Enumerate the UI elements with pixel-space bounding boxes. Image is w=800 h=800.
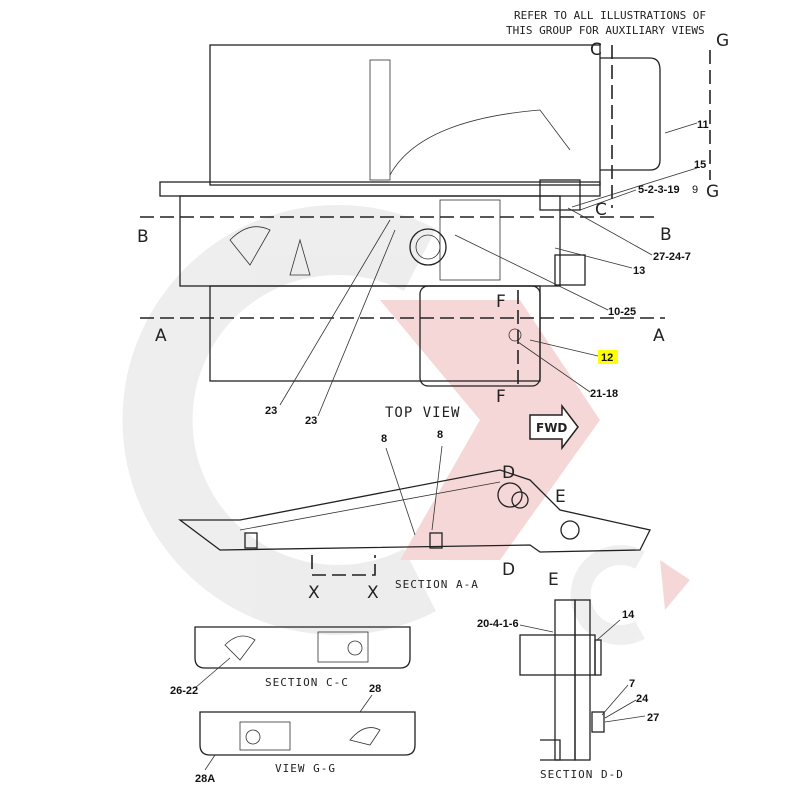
callout-12[interactable]: 12	[601, 352, 613, 364]
callout-23-a[interactable]: 23	[265, 405, 277, 417]
section-line-x	[311, 555, 376, 576]
label-f-top: F	[496, 292, 506, 312]
fwd-label: FWD	[536, 421, 567, 435]
label-g-top: G	[716, 31, 729, 51]
callout-8-a[interactable]: 8	[381, 433, 387, 445]
watermark-logo	[122, 205, 690, 645]
callout-27-24-7[interactable]: 27-24-7	[653, 251, 691, 263]
label-c-bottom: C	[595, 200, 607, 220]
callout-26-22[interactable]: 26-22	[170, 685, 198, 697]
label-b-right: B	[660, 225, 672, 245]
label-d-bottom: D	[502, 560, 515, 580]
view-gg-drawing	[199, 711, 416, 756]
label-a-right: A	[653, 326, 665, 346]
label-e-bottom: E	[548, 570, 559, 590]
label-a-left: A	[155, 326, 167, 346]
callout-27[interactable]: 27	[647, 712, 659, 724]
highlight-12	[598, 350, 618, 364]
top-view-title: TOP VIEW	[385, 405, 460, 421]
note-line-2: THIS GROUP FOR AUXILIARY VIEWS	[506, 24, 705, 37]
view-gg-title: VIEW G-G	[275, 762, 336, 775]
callout-9[interactable]: 9	[692, 184, 698, 196]
label-b-left: B	[137, 227, 149, 247]
callout-28[interactable]: 28	[369, 683, 381, 695]
section-aa-drawing	[178, 469, 651, 553]
top-view-drawing	[159, 44, 661, 387]
callout-28a[interactable]: 28A	[195, 773, 215, 785]
callout-10-25[interactable]: 10-25	[608, 306, 636, 318]
callout-7[interactable]: 7	[629, 678, 635, 690]
callout-5-2-3-19[interactable]: 5-2-3-19	[638, 184, 680, 196]
section-cc-drawing	[194, 626, 411, 669]
callout-15[interactable]: 15	[694, 159, 706, 171]
callout-23-b[interactable]: 23	[305, 415, 317, 427]
callout-8-b[interactable]: 8	[437, 429, 443, 441]
label-c-top: C	[590, 40, 602, 60]
section-cc-title: SECTION C-C	[265, 676, 349, 689]
callout-11[interactable]: 11	[697, 119, 709, 131]
label-g-bottom: G	[706, 182, 719, 202]
leader-lines	[194, 122, 698, 771]
section-aa-title: SECTION A-A	[395, 578, 479, 591]
note-line-1: REFER TO ALL ILLUSTRATIONS OF	[514, 9, 706, 22]
section-dd-title: SECTION D-D	[540, 768, 624, 781]
callout-21-18[interactable]: 21-18	[590, 388, 618, 400]
callout-20-4-1-6[interactable]: 20-4-1-6	[477, 618, 519, 630]
label-x-left: X	[308, 583, 320, 603]
fwd-arrow: FWD	[529, 403, 579, 451]
callout-13[interactable]: 13	[633, 265, 645, 277]
callout-24[interactable]: 24	[636, 693, 649, 705]
label-f-bottom: F	[496, 387, 506, 407]
callout-14[interactable]: 14	[622, 609, 635, 621]
label-x-right: X	[367, 583, 379, 603]
section-dd-drawing	[519, 599, 605, 761]
label-e-top: E	[555, 487, 566, 507]
label-d-top: D	[502, 463, 515, 483]
